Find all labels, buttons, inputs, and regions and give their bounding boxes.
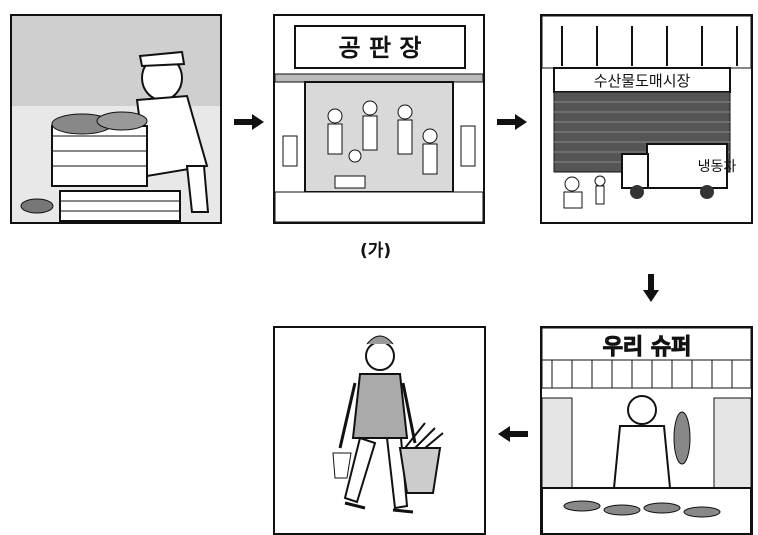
- truck-label: 냉동차: [698, 159, 737, 175]
- supermarket-fishmonger-illustration: 우리 슈퍼: [542, 328, 751, 533]
- shopper-with-basket-illustration: [275, 328, 484, 533]
- panel-supermarket: 우리 슈퍼: [540, 326, 753, 535]
- caption-ga: (가): [360, 241, 392, 261]
- fish-auction-hall-illustration: 공 판 장: [275, 16, 483, 222]
- left-arrow-icon: [498, 426, 528, 442]
- fisherman-with-fish-baskets-illustration: [12, 16, 220, 222]
- panel-consumer: [273, 326, 486, 535]
- panel-wholesale-market: 수산물도매시장 냉동차: [540, 14, 753, 224]
- wholesale-sign: 수산물도매시장: [594, 72, 691, 90]
- supermarket-sign: 우리 슈퍼: [603, 335, 692, 360]
- right-arrow-icon: [234, 114, 264, 130]
- right-arrow-icon: [497, 114, 527, 130]
- auction-sign: 공 판 장: [339, 34, 422, 62]
- panel-fisherman: [10, 14, 222, 224]
- wholesale-market-refrigerated-truck-illustration: 수산물도매시장 냉동차: [542, 16, 751, 222]
- down-arrow-icon: [643, 274, 659, 302]
- panel-auction-hall: 공 판 장: [273, 14, 485, 224]
